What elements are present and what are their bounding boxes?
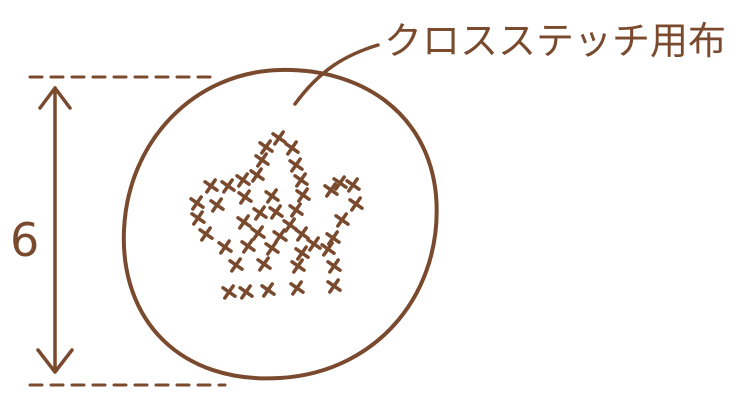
stitch-x-icon	[350, 198, 362, 210]
stitch-x-icon	[251, 169, 263, 181]
stitch-x-icon	[191, 197, 203, 209]
stitch-x-icon	[238, 216, 250, 228]
stitch-x-icon	[286, 142, 298, 154]
stitch-x-icon	[223, 286, 235, 298]
stitch-x-icon	[336, 214, 348, 226]
stitch-x-icon	[252, 227, 264, 239]
stitch-x-icon	[347, 179, 359, 191]
callout-label: クロスステッチ用布	[384, 19, 726, 63]
stitch-x-icon	[262, 284, 274, 296]
stitch-x-icon	[270, 206, 282, 218]
stitch-x-icon	[237, 174, 249, 186]
stitch-x-icon	[308, 238, 320, 250]
callout-leader-line	[295, 45, 378, 104]
stitch-x-icon	[256, 154, 268, 166]
stitch-x-icon	[292, 260, 304, 272]
stitch-x-icon	[266, 242, 278, 254]
stitch-x-icon	[290, 159, 302, 171]
stitch-x-icon	[240, 286, 252, 298]
stitch-x-icon	[297, 189, 309, 201]
stitch-x-icon	[260, 141, 272, 153]
stitch-x-icon	[211, 199, 223, 211]
stitch-x-icon	[328, 260, 340, 272]
dimension-label: 6	[10, 213, 39, 267]
stitch-x-icon	[266, 190, 278, 202]
stitch-x-icon	[200, 228, 212, 240]
stitch-x-icon	[328, 280, 340, 292]
stitch-x-icon	[230, 259, 242, 271]
stitch-x-icon	[192, 212, 204, 224]
fabric-circle	[124, 70, 437, 378]
stitch-pattern	[191, 132, 362, 298]
stitch-x-icon	[290, 204, 302, 216]
stitch-x-icon	[219, 241, 231, 253]
stitch-x-icon	[258, 258, 270, 270]
stitch-x-icon	[254, 207, 266, 219]
stitch-x-icon	[239, 191, 251, 203]
stitch-x-icon	[242, 240, 254, 252]
stitch-x-icon	[296, 228, 308, 240]
stitch-x-icon	[296, 247, 308, 259]
stitch-x-icon	[295, 174, 307, 186]
stitch-x-icon	[273, 132, 285, 144]
double-arrow-icon	[38, 88, 72, 372]
stitch-x-icon	[222, 180, 234, 192]
stitch-x-icon	[205, 180, 217, 192]
stitch-x-icon	[274, 230, 286, 242]
stitch-x-icon	[291, 282, 303, 294]
stitch-x-icon	[284, 219, 296, 231]
